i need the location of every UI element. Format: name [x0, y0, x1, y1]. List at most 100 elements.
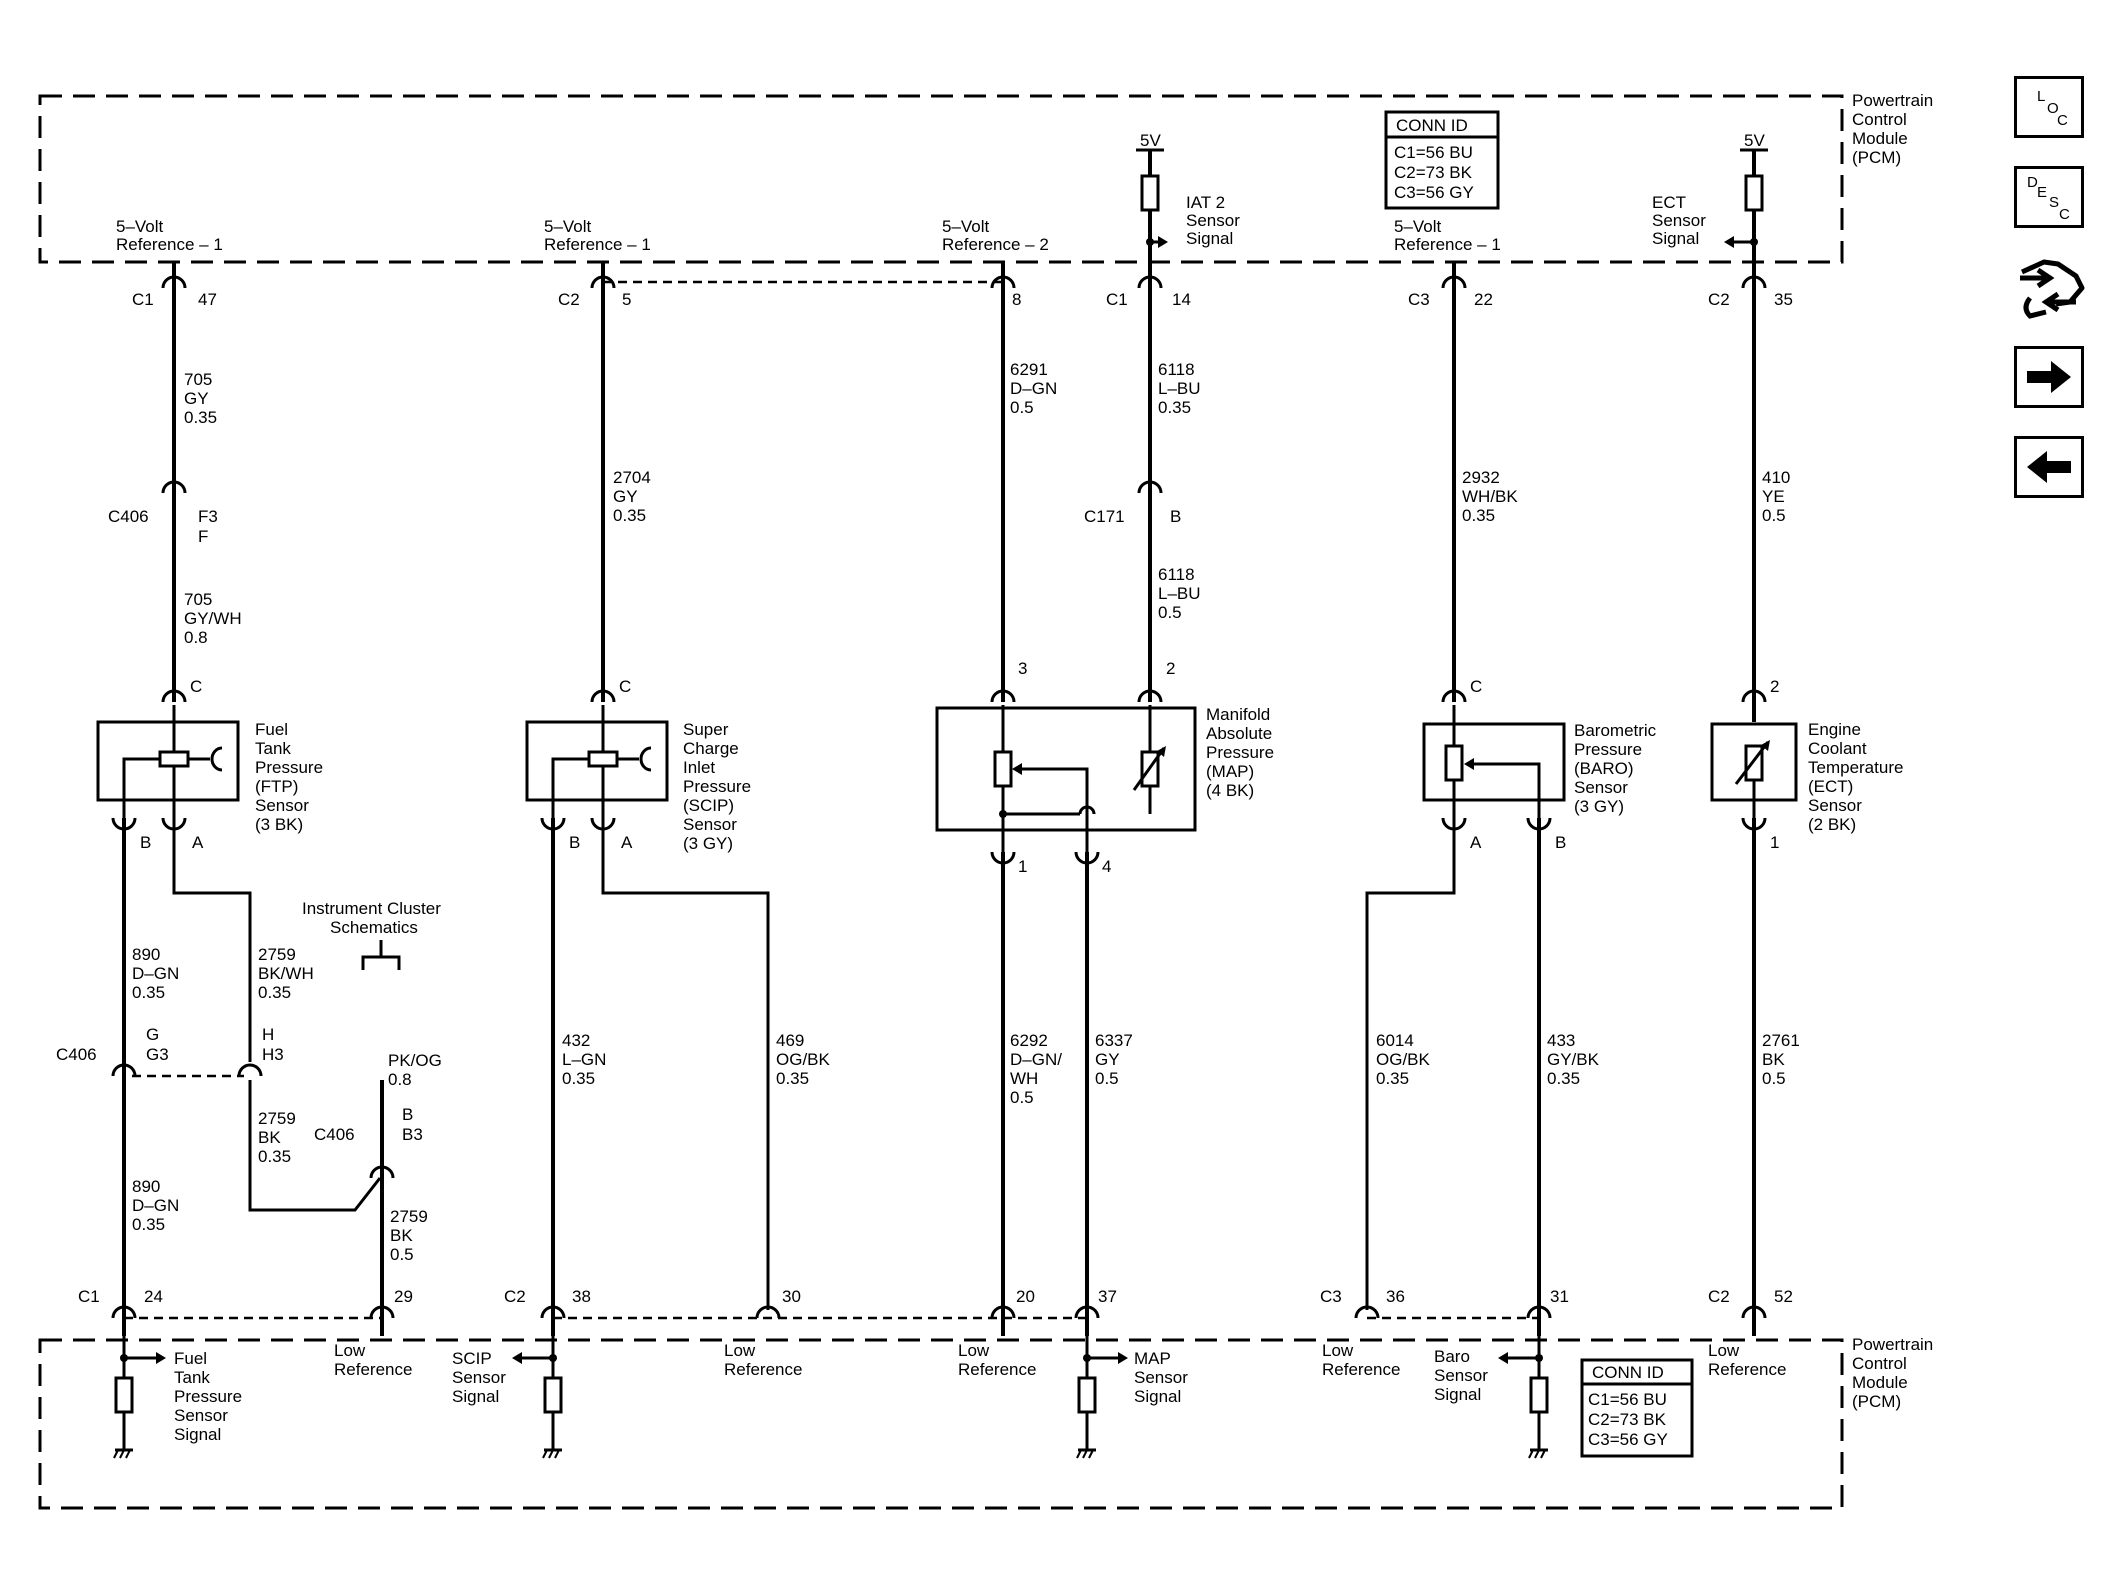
svg-text:PK/OG0.8: PK/OG0.8 — [388, 1051, 442, 1089]
arrow-right-icon — [2027, 361, 2071, 393]
svg-text:D: D — [2027, 174, 2038, 191]
previous-page-button[interactable] — [2014, 436, 2084, 498]
map-pin-3: 3 — [1018, 659, 1027, 678]
svg-text:C2=73 BK: C2=73 BK — [1588, 1410, 1667, 1429]
svg-text:F3F: F3F — [198, 507, 218, 546]
baro-pin-c: C — [1470, 677, 1482, 696]
svg-text:O: O — [2047, 100, 2059, 117]
baro-pin-a: A — [1470, 833, 1482, 852]
map-pin-2: 2 — [1166, 659, 1175, 678]
location-button[interactable]: L O C — [2014, 76, 2084, 138]
svg-text:C3: C3 — [1320, 1287, 1342, 1306]
svg-text:C: C — [2057, 112, 2068, 129]
svg-text:C406: C406 — [314, 1125, 355, 1144]
svg-text:BB3: BB3 — [402, 1105, 423, 1144]
map-pin-1: 1 — [1018, 857, 1027, 876]
arrow-left-icon — [2027, 451, 2071, 483]
ect-pin-1: 1 — [1770, 833, 1779, 852]
svg-text:24: 24 — [144, 1287, 163, 1306]
svg-text:C2: C2 — [504, 1287, 526, 1306]
iat2-supply-label: 5V — [1140, 131, 1161, 150]
ftp-sensor — [96, 705, 240, 818]
scip-pin-b: B — [569, 833, 580, 852]
svg-text:L: L — [2037, 88, 2045, 105]
svg-text:B: B — [1170, 507, 1181, 526]
svg-text:C: C — [2059, 206, 2070, 223]
pcm-label-top: Powertrain Control Module (PCM) — [1852, 91, 1938, 167]
svg-text:CONN ID: CONN ID — [1592, 1363, 1664, 1382]
ect-sensor — [1710, 722, 1798, 818]
next-page-button[interactable] — [2014, 346, 2084, 408]
svg-text:8: 8 — [1012, 290, 1021, 309]
svg-text:CONN ID: CONN ID — [1396, 116, 1468, 135]
svg-text:C1: C1 — [78, 1287, 100, 1306]
svg-text:47: 47 — [198, 290, 217, 309]
svg-text:C2: C2 — [558, 290, 580, 309]
svg-text:C3=56 GY: C3=56 GY — [1588, 1430, 1668, 1449]
svg-text:HH3: HH3 — [262, 1025, 284, 1064]
pcm-bottom-box — [38, 1338, 1844, 1510]
svg-text:C1=56 BU: C1=56 BU — [1394, 143, 1473, 162]
map-sensor — [935, 705, 1197, 852]
svg-text:31: 31 — [1550, 1287, 1569, 1306]
pcm-top-box — [38, 94, 1844, 264]
description-button[interactable]: D E S C — [2014, 166, 2084, 228]
baro-sensor — [1422, 705, 1566, 818]
svg-text:C1: C1 — [1106, 290, 1128, 309]
svg-text:5: 5 — [622, 290, 631, 309]
svg-text:52: 52 — [1774, 1287, 1793, 1306]
pcm-label-bottom: Powertrain Control Module (PCM) — [1852, 1335, 1938, 1411]
svg-text:30: 30 — [782, 1287, 801, 1306]
svg-text:C406: C406 — [108, 507, 149, 526]
conn-id-table-top: CONN ID C1=56 BU C2=73 BK C3=56 GY — [1384, 110, 1500, 210]
svg-text:C2: C2 — [1708, 290, 1730, 309]
svg-text:C171: C171 — [1084, 507, 1125, 526]
conn-id-table-bottom: CONN ID C1=56 BU C2=73 BK C3=56 GY — [1580, 1358, 1694, 1458]
svg-text:38: 38 — [572, 1287, 591, 1306]
svg-text:S: S — [2049, 194, 2059, 211]
svg-text:E: E — [2037, 184, 2047, 201]
svg-text:C3=56 GY: C3=56 GY — [1394, 183, 1474, 202]
ftp-pin-c: C — [190, 677, 202, 696]
svg-text:22: 22 — [1474, 290, 1493, 309]
connector-hand-icon[interactable] — [2016, 252, 2086, 324]
ect-pin-2: 2 — [1770, 677, 1779, 696]
